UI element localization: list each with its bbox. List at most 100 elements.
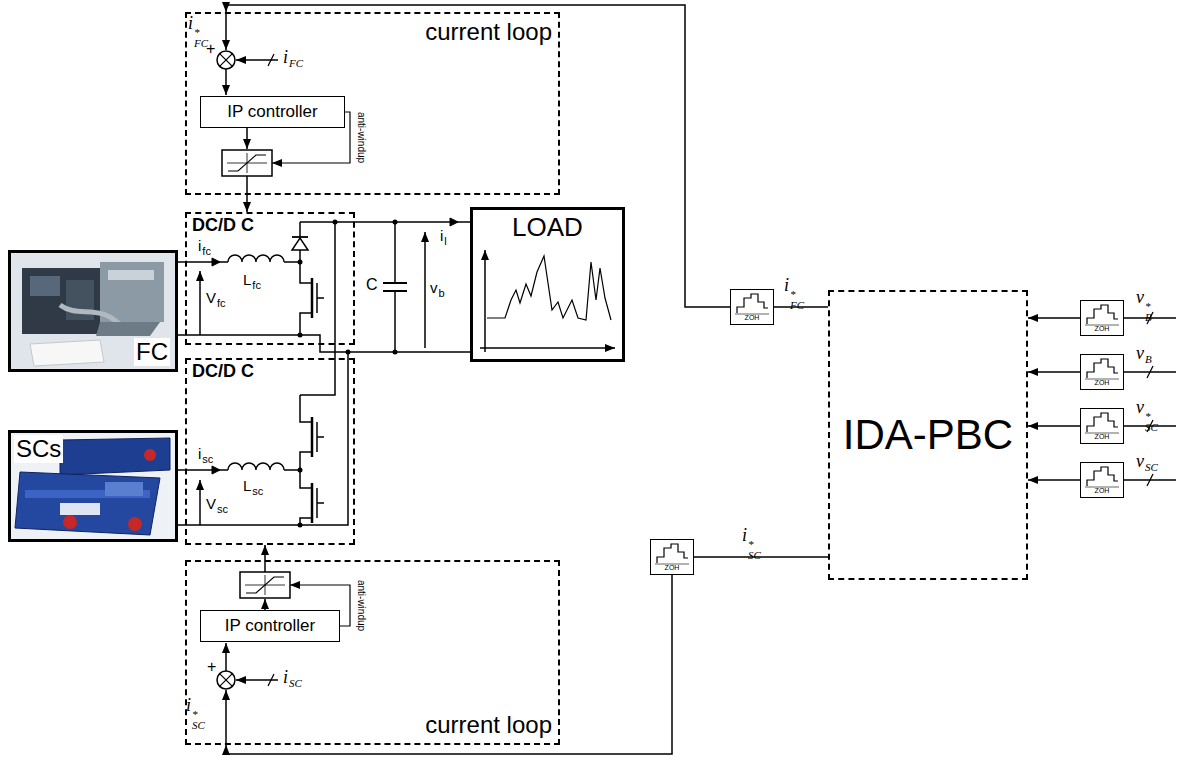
fuel-cell-photo (8, 250, 178, 372)
signal-name: iSC (283, 668, 302, 689)
node-text: current loop (425, 18, 552, 46)
signal-name: isc (198, 446, 213, 465)
zoh-ground (1080, 300, 1124, 336)
zoh-ground (1080, 408, 1124, 444)
node-text: SCs (14, 435, 63, 463)
connector (178, 469, 185, 471)
junction-dot (298, 333, 303, 338)
signal-line (246, 176, 248, 195)
converter-box: DC/D C (185, 358, 355, 545)
voltage-arrow (424, 232, 426, 348)
mosfet-channel (311, 483, 314, 523)
inductor-symbol (228, 255, 284, 262)
summing-cross (220, 54, 233, 67)
signal-name: i*SC (186, 696, 205, 731)
zoh-block: ZOH (1080, 408, 1124, 444)
symbol-label: C (366, 276, 378, 294)
zoh-block: ZOH (1080, 354, 1124, 390)
load-profile (487, 256, 611, 320)
zoh-block: ZOH (730, 289, 774, 325)
connector (226, 5, 730, 307)
signal-name: i*SC (742, 526, 761, 561)
junction-dot (298, 523, 303, 528)
zoh-step-icon (657, 544, 688, 563)
source-photo-box: SCs (8, 430, 178, 542)
mosfet-channel (311, 278, 314, 318)
supercap-module (15, 472, 160, 535)
controller-block: IP controller (200, 610, 340, 642)
voltage-arrow (199, 271, 201, 335)
control-loop-box: current loopIP controller (185, 560, 560, 745)
mosfet-lead (300, 262, 312, 283)
signal-name: i*FC (188, 14, 208, 49)
connector (178, 261, 185, 263)
signal-name: vSC (1136, 452, 1158, 473)
node-text: DC/D C (192, 215, 254, 236)
ground-wire (178, 352, 348, 525)
summing-cross (220, 54, 233, 67)
signal-name: Lfc (243, 272, 261, 291)
wire (185, 469, 228, 471)
node-text: ZOH (1095, 379, 1110, 387)
load-box: LOAD (470, 207, 625, 362)
annotation: anti-windup (357, 111, 368, 162)
signal-name: Vsc (206, 496, 228, 515)
current-arrow (212, 466, 220, 474)
mosfet-channel (311, 417, 314, 457)
node-text: ZOH (665, 564, 680, 572)
measurement-tick (1147, 474, 1153, 486)
junction-dot (333, 220, 338, 225)
saturation-curve (246, 577, 284, 593)
node-text: IP controller (227, 102, 317, 122)
signal-name: vb (430, 280, 445, 299)
source-photo-box: FC (8, 250, 178, 372)
wire (185, 261, 228, 263)
measurement-tick (268, 674, 274, 686)
paper-sheet (30, 340, 104, 366)
symbol-label: + (206, 40, 215, 58)
capacitor-plate (383, 282, 407, 284)
control-loop-box: current loop IP controller (185, 12, 560, 195)
zoh-block: ZOH (650, 539, 694, 575)
supercap-cell (105, 482, 143, 496)
signal-arrow (225, 643, 227, 671)
connector (1028, 317, 1080, 319)
connector (226, 575, 672, 754)
zoh-step-icon (737, 294, 768, 313)
node-text: FC (134, 338, 170, 366)
junction-dot (298, 260, 303, 265)
voltage-arrow (199, 480, 201, 525)
zoh-ground (1080, 354, 1124, 390)
signal-arrow (246, 128, 248, 149)
zoh-ground (650, 539, 694, 575)
fuel-cell-module-top (108, 270, 154, 280)
zoh-block: ZOH (1080, 462, 1124, 498)
signal-name: Lsc (243, 478, 263, 497)
node-text: ZOH (1095, 487, 1110, 495)
converter-box: DC/D C (185, 212, 355, 345)
terminal (144, 449, 156, 461)
junction-dot (298, 468, 303, 473)
signal-name: v*SC (1136, 398, 1158, 433)
mosfet-lead (300, 313, 312, 335)
annotation: anti-windup (357, 579, 368, 630)
controller-box: IDA-PBC (828, 290, 1028, 580)
signal-arrow (264, 599, 266, 610)
mosfet-lead (300, 395, 312, 422)
mosfet-gate (317, 436, 324, 438)
summing-cross (220, 674, 233, 687)
dc-bus-wire (300, 221, 470, 223)
signal-arrow (225, 69, 227, 95)
inductor-symbol (228, 463, 284, 470)
dc-bus-wire (300, 222, 335, 395)
fuel-cell-panel (30, 276, 60, 296)
controller-block: IP controller (200, 96, 345, 128)
diode-symbol (292, 238, 308, 250)
node-text: ZOH (745, 314, 760, 322)
supercapacitor-photo (8, 430, 178, 542)
zoh-block: ZOH (1080, 300, 1124, 336)
summing-junction (217, 51, 235, 69)
summing-junction (217, 671, 235, 689)
